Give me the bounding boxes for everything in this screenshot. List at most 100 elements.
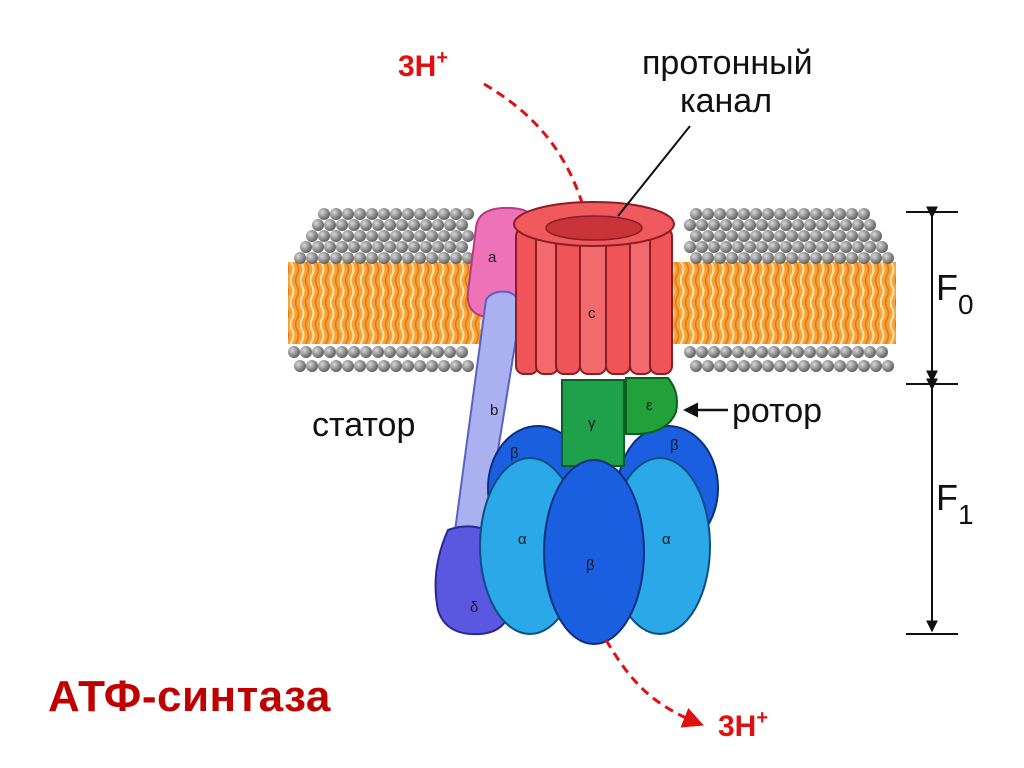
lipid-head — [834, 208, 846, 220]
lipid-head — [762, 252, 774, 264]
lipid-head — [714, 230, 726, 242]
lipid-head — [324, 346, 336, 358]
lipid-head — [396, 241, 408, 253]
lipid-head — [378, 230, 390, 242]
lipid-head — [726, 252, 738, 264]
lipid-head — [738, 208, 750, 220]
lipid-head — [870, 360, 882, 372]
subunit-a-label: a — [488, 249, 497, 266]
lipid-head — [720, 346, 732, 358]
lipid-head — [798, 208, 810, 220]
lipid-head — [726, 230, 738, 242]
lipid-head — [762, 208, 774, 220]
lipid-head — [402, 360, 414, 372]
lipid-head — [774, 230, 786, 242]
lipid-head — [306, 230, 318, 242]
lipid-head — [696, 241, 708, 253]
lipid-head — [780, 241, 792, 253]
lipid-head — [384, 241, 396, 253]
lipid-head — [408, 346, 420, 358]
lipid-head — [372, 241, 384, 253]
lipid-head — [774, 252, 786, 264]
lipid-head — [858, 208, 870, 220]
lipid-head — [432, 346, 444, 358]
lipid-head — [798, 360, 810, 372]
lipid-head — [300, 346, 312, 358]
alpha-right-label: α — [662, 531, 671, 548]
beta-back-right-label: β — [670, 437, 679, 454]
rotor-label: ротор — [732, 392, 822, 430]
lipid-head — [690, 252, 702, 264]
lipid-head — [378, 208, 390, 220]
lipid-head — [318, 252, 330, 264]
lipid-head — [420, 241, 432, 253]
subunit-delta-label: δ — [470, 599, 478, 616]
lipid-head — [420, 346, 432, 358]
diagram-title: АТФ-синтаза — [48, 672, 331, 722]
alpha-left-label: α — [518, 531, 527, 548]
lipid-head — [726, 208, 738, 220]
lipid-head — [462, 208, 474, 220]
lipid-head — [798, 252, 810, 264]
lipid-head — [756, 219, 768, 231]
lipid-head — [354, 230, 366, 242]
lipid-head — [294, 360, 306, 372]
subunit-gamma-label: γ — [588, 415, 596, 432]
lipid-head — [744, 241, 756, 253]
lipid-head — [738, 230, 750, 242]
lipid-head — [324, 219, 336, 231]
lipid-head — [714, 360, 726, 372]
lipid-head — [702, 252, 714, 264]
lipid-head — [438, 360, 450, 372]
lipid-head — [816, 346, 828, 358]
proton-outflow-arrow — [606, 640, 700, 724]
lipid-head — [864, 219, 876, 231]
lipid-head — [444, 241, 456, 253]
lipid-head — [702, 360, 714, 372]
proton-channel-pointer — [618, 126, 690, 216]
lipid-head — [462, 360, 474, 372]
lipid-head — [822, 252, 834, 264]
lipid-head — [870, 252, 882, 264]
lipid-head — [432, 241, 444, 253]
lipid-head — [804, 346, 816, 358]
lipid-head — [336, 241, 348, 253]
f1-head: β β γ ε α α β — [480, 378, 718, 644]
lipid-head — [810, 208, 822, 220]
lipid-head — [384, 219, 396, 231]
lipid-head — [372, 219, 384, 231]
lipid-head — [426, 252, 438, 264]
lipid-head — [732, 219, 744, 231]
lipid-head — [330, 230, 342, 242]
lipid-head — [312, 219, 324, 231]
lipid-head — [780, 346, 792, 358]
lipid-head — [402, 252, 414, 264]
lipid-head — [408, 219, 420, 231]
lipid-head — [720, 219, 732, 231]
lipid-head — [852, 219, 864, 231]
lipid-head — [414, 208, 426, 220]
lipid-head — [426, 208, 438, 220]
lipid-head — [768, 219, 780, 231]
lipid-head — [858, 252, 870, 264]
lipid-head — [750, 252, 762, 264]
lipid-head — [348, 219, 360, 231]
lipid-head — [426, 360, 438, 372]
lipid-head — [696, 346, 708, 358]
lipid-head — [354, 208, 366, 220]
lipid-head — [786, 360, 798, 372]
lipid-head — [774, 360, 786, 372]
lipid-head — [456, 241, 468, 253]
c-subunit-stave — [630, 228, 652, 374]
c-subunit-stave — [556, 228, 580, 374]
lipid-head — [774, 208, 786, 220]
lipid-head — [804, 241, 816, 253]
lipid-head — [810, 360, 822, 372]
subunit-gamma: γ — [562, 380, 624, 466]
lipid-head — [312, 346, 324, 358]
beta-front-label: β — [586, 557, 595, 574]
lipid-head — [876, 241, 888, 253]
lipid-head — [846, 230, 858, 242]
lipid-head — [702, 208, 714, 220]
lipid-head — [684, 241, 696, 253]
